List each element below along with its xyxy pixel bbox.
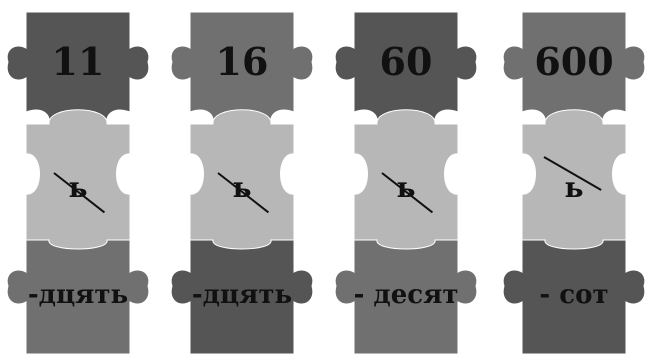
puzzle-column-3: 60 ь - десят <box>334 0 478 354</box>
soft-sign-label: ь <box>68 171 88 204</box>
soft-sign-label: ь <box>232 171 252 204</box>
suffix-label: - сот <box>539 280 609 310</box>
bottom-puzzle-piece <box>502 239 646 354</box>
suffix-label: -дцять <box>27 280 129 310</box>
bottom-puzzle-piece <box>170 239 314 354</box>
suffix-label: -дцять <box>191 280 293 310</box>
number-label: 16 <box>215 39 269 84</box>
number-label: 600 <box>534 39 614 84</box>
puzzle-column-4: 600 ь - сот <box>502 0 646 354</box>
number-label: 11 <box>51 39 105 84</box>
puzzle-column-1: 11 ь -дцять <box>6 0 150 354</box>
number-label: 60 <box>379 39 433 84</box>
puzzle-pieces-2 <box>170 11 314 354</box>
puzzle-column-2: 16 ь -дцять <box>170 0 314 354</box>
bottom-puzzle-piece <box>6 239 150 354</box>
suffix-label: - десят <box>353 280 459 310</box>
bottom-puzzle-piece <box>334 239 478 354</box>
puzzle-pieces-1 <box>6 11 150 354</box>
puzzle-pieces-4 <box>502 11 646 354</box>
puzzle-pieces-3 <box>334 11 478 354</box>
soft-sign-label: ь <box>396 171 416 204</box>
soft-sign-label: ь <box>564 171 584 204</box>
